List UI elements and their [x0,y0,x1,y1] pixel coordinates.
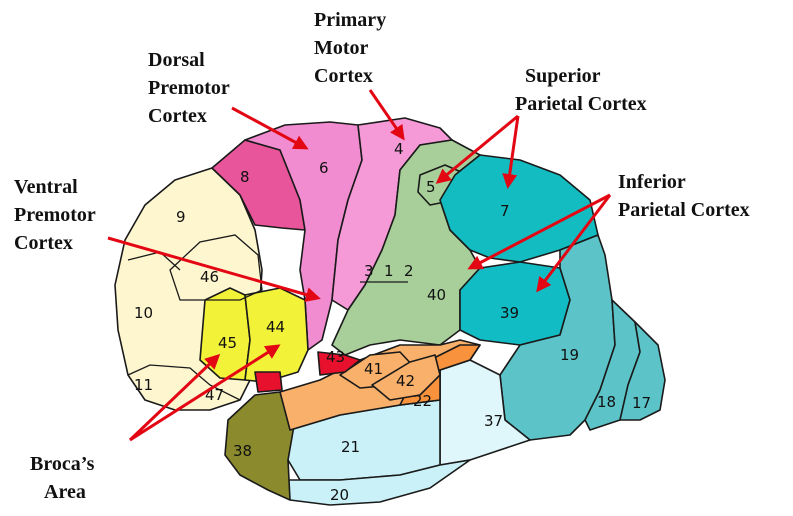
area-num-11: 11 [134,376,153,394]
region-area-47-red [255,372,282,392]
area-num-21: 21 [341,438,360,456]
label-ventral-premotor: Ventral Premotor Cortex [14,176,100,254]
area-num-8: 8 [240,168,250,186]
area-num-37: 37 [484,412,503,430]
label-superior-parietal: Superior Parietal Cortex [515,65,647,115]
label-primary-motor: Primary Motor Cortex [314,9,391,87]
area-num-42: 42 [396,372,415,390]
area-num-1: 1 [384,262,394,280]
area-num-18: 18 [597,393,616,411]
area-num-3: 3 [364,262,374,280]
area-num-19: 19 [560,346,579,364]
area-num-46: 46 [200,268,219,286]
area-num-20: 20 [330,486,349,504]
area-num-9: 9 [176,208,186,226]
area-num-47: 47 [205,386,224,404]
area-num-44: 44 [266,318,285,336]
label-broca: Broca’s Area [30,453,99,503]
area-num-4: 4 [394,140,404,158]
area-num-2: 2 [404,262,414,280]
area-num-39: 39 [500,304,519,322]
area-num-43: 43 [326,348,345,366]
area-num-17: 17 [632,394,651,412]
area-num-38: 38 [233,442,252,460]
area-num-45: 45 [218,334,237,352]
area-num-5: 5 [426,178,436,196]
label-dorsal-premotor: Dorsal Premotor Cortex [148,49,234,127]
area-num-10: 10 [134,304,153,322]
area-num-40: 40 [427,286,446,304]
area-num-7: 7 [500,202,510,220]
area-num-41: 41 [364,360,383,378]
label-inferior-parietal: Inferior Parietal Cortex [618,171,750,221]
area-num-6: 6 [319,159,329,177]
area-num-22: 22 [413,392,432,410]
